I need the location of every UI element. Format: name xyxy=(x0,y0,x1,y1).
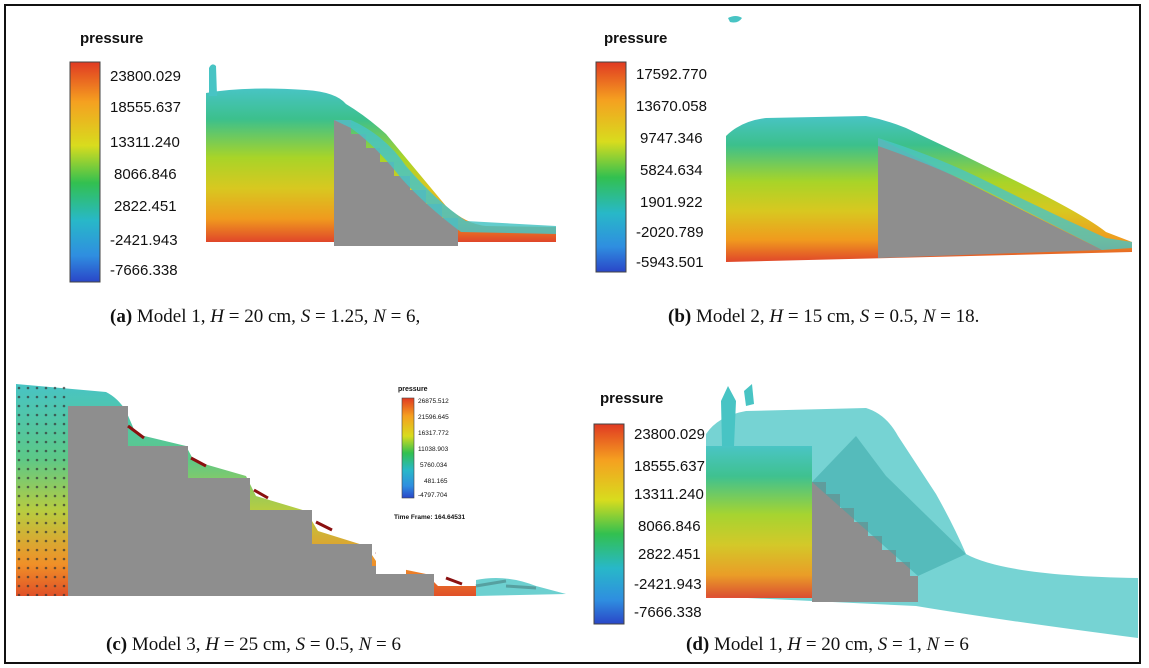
panel-b-slope-spillway xyxy=(878,138,1102,258)
panel-c-tick-3: 16317.772 xyxy=(418,430,449,437)
panel-b-tick-2: 13670.058 xyxy=(636,98,707,115)
panel-d-tick-1: 23800.029 xyxy=(634,426,705,443)
panel-a-tick-7: -7666.338 xyxy=(110,262,178,279)
panel-c-tick-4: 11038.903 xyxy=(418,446,449,453)
panel-c-time-frame: Time Frame: 164.64531 xyxy=(394,514,466,521)
panel-a-legend-title: pressure xyxy=(80,30,144,47)
panel-b-splash xyxy=(728,16,742,23)
panel-c-stepped-spillway xyxy=(68,406,434,596)
panel-c-tick-5: 5760.034 xyxy=(420,462,448,469)
panel-d-colorbar xyxy=(593,423,625,625)
panel-a-splash xyxy=(209,64,217,96)
panel-c-legend-title: pressure xyxy=(398,386,428,393)
panel-d-tick-2: 18555.637 xyxy=(634,458,705,475)
panel-d-side-wall xyxy=(812,436,966,576)
panel-b-legend-title: pressure xyxy=(604,30,668,47)
panel-a-stepped-spillway xyxy=(334,120,458,246)
panel-b-tick-3: 9747.346 xyxy=(640,130,703,147)
panel-c-tick-1: 26875.512 xyxy=(418,398,449,405)
panel-d-tick-6: -2421.943 xyxy=(634,576,702,593)
panel-b-tick-6: -2020.789 xyxy=(636,224,704,241)
panel-b-surface-flow xyxy=(878,138,1132,250)
panel-a-tick-2: 18555.637 xyxy=(110,99,181,116)
panel-d-tick-5: 2822.451 xyxy=(638,546,701,563)
panel-c-tick-6: 481.165 xyxy=(424,478,448,485)
panel-b-colorbar xyxy=(595,61,627,273)
panel-b-graphic xyxy=(595,16,1132,273)
panel-c-graphic xyxy=(16,384,566,596)
panel-d-tick-4: 8066.846 xyxy=(638,518,701,535)
panel-a-tick-4: 8066.846 xyxy=(114,166,177,183)
panel-a-surface-flow xyxy=(334,120,556,234)
panel-d-legend-title: pressure xyxy=(600,390,664,407)
panel-d-graphic xyxy=(593,384,1138,638)
panel-c-tick-2: 21596.645 xyxy=(418,414,449,421)
panel-c-caption: (c) Model 3, H = 25 cm, S = 0.5, N = 6 xyxy=(106,634,401,655)
panel-b-tick-4: 5824.634 xyxy=(640,162,703,179)
panel-c-tail-flow xyxy=(476,578,566,596)
panel-a-tick-5: 2822.451 xyxy=(114,198,177,215)
panel-d-tick-3: 13311.240 xyxy=(634,486,704,503)
panel-b-tick-7: -5943.501 xyxy=(636,254,704,271)
panel-a-caption: (a) Model 1, H = 20 cm, S = 1.25, N = 6, xyxy=(110,306,421,327)
panel-d-caption: (d) Model 1, H = 20 cm, S = 1, N = 6 xyxy=(686,634,969,655)
panel-a-tick-1: 23800.029 xyxy=(110,68,181,85)
panel-d-splash xyxy=(721,384,754,446)
panel-a-graphic xyxy=(69,61,556,283)
panel-a-colorbar xyxy=(69,61,101,283)
panel-c-colorbar xyxy=(401,397,415,499)
figure-frame: pressure 23800.029 18555.637 13311.240 8… xyxy=(4,4,1141,664)
panel-c-air-pocket xyxy=(376,548,406,574)
panel-b-tick-1: 17592.770 xyxy=(636,66,707,83)
panel-c-tick-7: -4797.704 xyxy=(418,492,448,499)
panel-d-reservoir xyxy=(706,446,812,598)
panel-c-velocity-vectors xyxy=(16,384,68,596)
panel-d-tick-7: -7666.338 xyxy=(634,604,702,621)
panel-a-tick-3: 13311.240 xyxy=(110,134,180,151)
figure-graphics xyxy=(16,16,1138,638)
panel-b-tick-5: 1901.922 xyxy=(640,194,703,211)
panel-d-stepped-spillway xyxy=(812,482,918,602)
panel-a-tick-6: -2421.943 xyxy=(110,232,178,249)
panel-b-caption: (b) Model 2, H = 15 cm, S = 0.5, N = 18. xyxy=(668,306,980,327)
